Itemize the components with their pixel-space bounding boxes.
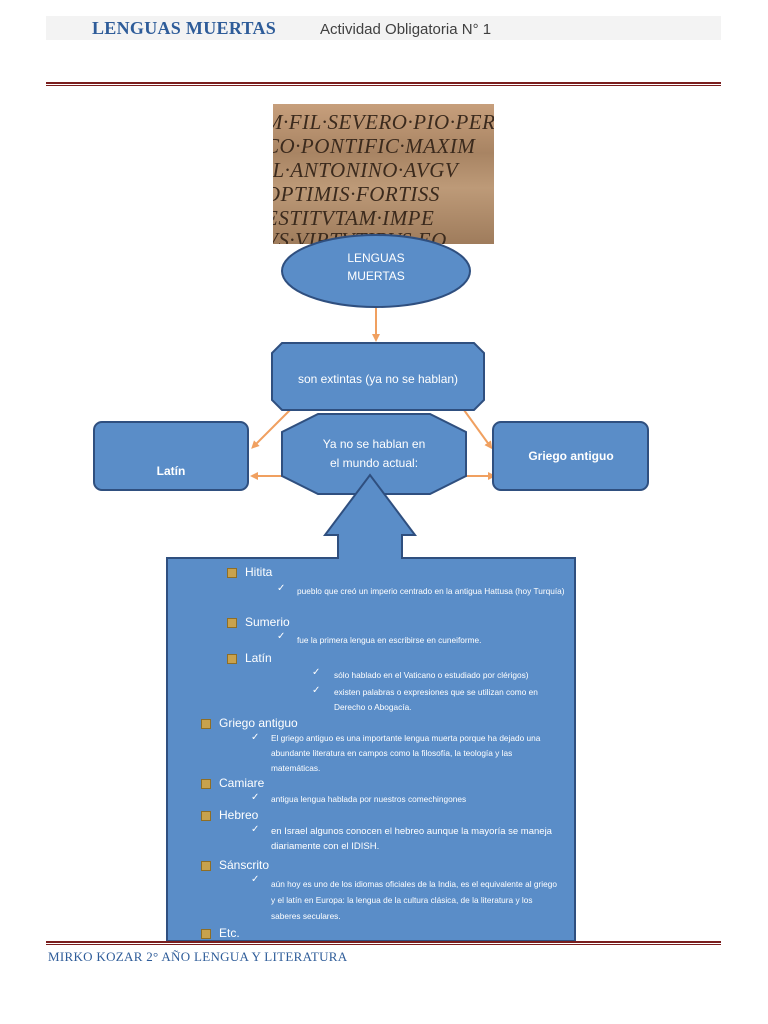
list-item: Sumerio	[227, 615, 290, 629]
list-item-description: existen palabras o expresiones que se ut…	[334, 687, 538, 712]
latin-box-label: Latín	[157, 464, 186, 478]
list-item-description: antigua lengua hablada por nuestros come…	[271, 794, 467, 804]
list-item-label: Griego antiguo	[219, 716, 298, 730]
checkmark-icon: ✓	[251, 792, 260, 803]
bullet-icon	[227, 617, 237, 628]
list-item-label: Etc.	[219, 926, 240, 940]
checkmark-icon: ✓	[277, 631, 286, 642]
inscription-line: ESTITVTAM·IMPE	[273, 206, 435, 230]
greek-box-label: Griego antiguo	[528, 449, 613, 463]
list-item-label: Sumerio	[245, 615, 290, 629]
list-item: Sánscrito	[201, 858, 269, 872]
list-item-description: aún hoy es uno de los idiomas oficiales …	[271, 879, 557, 921]
center-label-line2: el mundo actual:	[330, 456, 418, 470]
connector-arrow	[251, 409, 291, 449]
latin-box	[93, 421, 249, 491]
list-item-description: en Israel algunos conocen el hebreo aunq…	[271, 826, 552, 852]
dead-languages-list: Hitita ✓ pueblo que creó un imperio cent…	[167, 558, 575, 941]
center-octagon	[281, 413, 467, 495]
list-item-description: El griego antiguo es una importante leng…	[271, 733, 541, 773]
list-item-label: Latín	[245, 651, 272, 665]
inscription-line: OPTIMIS·FORTISS	[273, 182, 440, 206]
header-band	[46, 16, 721, 40]
bullet-icon	[227, 653, 237, 664]
checkmark-icon: ✓	[277, 583, 286, 594]
greek-box	[492, 421, 649, 491]
bullet-icon	[227, 567, 237, 578]
document-title: LENGUAS MUERTAS	[92, 18, 277, 38]
root-label-line1: LENGUAS	[347, 251, 404, 265]
root-ellipse	[281, 234, 471, 308]
list-item: Hitita	[227, 565, 272, 579]
bullet-icon	[201, 810, 211, 821]
bullet-icon	[201, 718, 211, 729]
list-item-description: pueblo que creó un imperio centrado en l…	[297, 586, 565, 596]
list-item: Hebreo	[201, 808, 258, 822]
checkmark-icon: ✓	[312, 685, 321, 696]
definition-label: son extintas (ya no se hablan)	[298, 372, 458, 386]
footer-author: MIRKO KOZAR 2° AÑO LENGUA Y LITERATURA	[48, 949, 348, 964]
list-item: Griego antiguo	[201, 716, 298, 730]
document-subtitle: Actividad Obligatoria N° 1	[320, 21, 492, 38]
roman-inscription-image: M·FIL·SEVERO·PIO·PERT CO·PONTIFIC·MAXIM …	[273, 104, 494, 244]
list-item: Etc.	[201, 926, 240, 940]
footer-rule	[46, 941, 721, 945]
list-item-description: sólo hablado en el Vaticano o estudiado …	[334, 670, 529, 680]
definition-box	[271, 342, 485, 411]
inscription-line: M·FIL·SEVERO·PIO·PERT	[273, 110, 494, 134]
list-item-label: Hitita	[245, 565, 273, 579]
bullet-icon	[201, 928, 211, 939]
checkmark-icon: ✓	[251, 824, 260, 835]
checkmark-icon: ✓	[251, 874, 260, 885]
list-item-label: Sánscrito	[219, 858, 270, 872]
inscription-line: IL·ANTONINO·AVGV	[273, 158, 459, 182]
list-item: Camiare	[201, 776, 264, 790]
root-label-line2: MUERTAS	[347, 269, 405, 283]
list-item-label: Camiare	[219, 776, 265, 790]
connector-arrow	[463, 409, 493, 450]
checkmark-icon: ✓	[251, 732, 260, 743]
center-label-line1: Ya no se hablan en	[323, 437, 426, 451]
checkmark-icon: ✓	[312, 667, 321, 678]
list-item: Latín	[227, 651, 272, 665]
inscription-line: CO·PONTIFIC·MAXIM	[273, 134, 476, 158]
bullet-icon	[201, 860, 211, 871]
list-item-label: Hebreo	[219, 808, 259, 822]
list-item-description: fue la primera lengua en escribirse en c…	[297, 635, 482, 645]
header-rule	[46, 82, 721, 86]
bullet-icon	[201, 778, 211, 789]
